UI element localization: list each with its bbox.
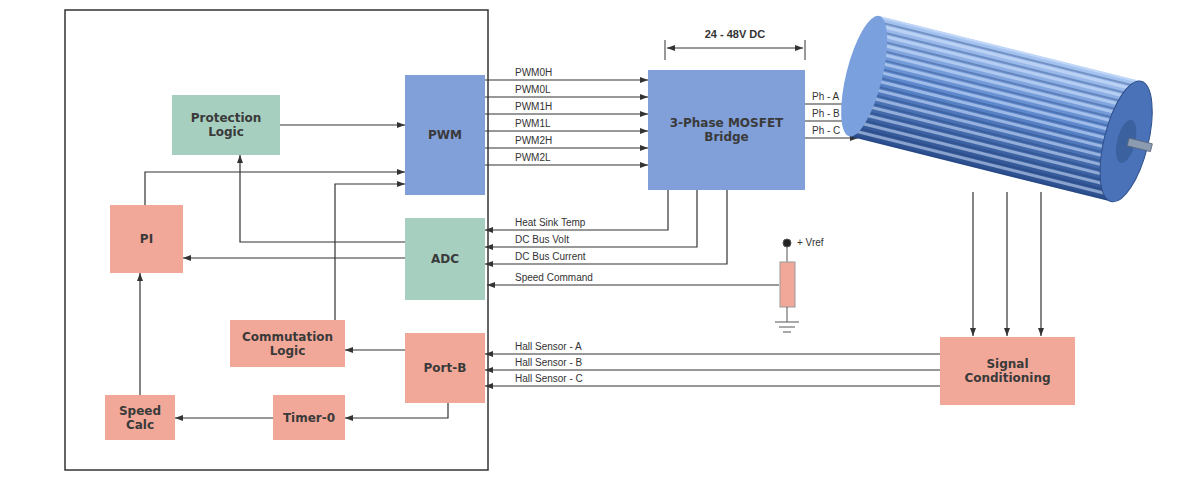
- signal-label: + Vref: [797, 237, 824, 249]
- signal-label: PWM2L: [515, 152, 551, 164]
- controller-outline: [65, 10, 488, 470]
- adc-box: ADC: [405, 218, 485, 300]
- phase-label: Ph - A: [812, 91, 839, 103]
- node-label: Signal Conditioning: [946, 357, 1069, 385]
- signal-connector: [485, 190, 668, 230]
- signal-connector: [485, 79, 648, 80]
- signal-label: Heat Sink Temp: [515, 217, 585, 229]
- speed-calc-box: Speed Calc: [105, 395, 175, 440]
- speed-command-wire: [487, 285, 779, 286]
- signal-label: PWM1L: [515, 118, 551, 130]
- node-label: PWM: [428, 128, 462, 142]
- signal-connector: [145, 172, 405, 205]
- signal-connector: [485, 164, 648, 165]
- node-label: PI: [140, 232, 153, 246]
- signal-connector: [485, 353, 940, 354]
- signal-connector: [183, 257, 405, 258]
- node-label: ADC: [431, 252, 459, 266]
- port-box: Port-B: [405, 333, 485, 403]
- protection-box: Protection Logic: [172, 95, 280, 155]
- supply-dimension: [665, 40, 805, 60]
- voltage-label: 24 - 48V DC: [665, 28, 805, 40]
- signal-label: PWM1H: [515, 101, 552, 113]
- node-label: Commutation Logic: [236, 330, 339, 358]
- signal-label: PWM0L: [515, 84, 551, 96]
- signal-connector: [139, 273, 140, 395]
- pi-box: PI: [110, 205, 183, 273]
- signal-label: DC Bus Current: [515, 251, 586, 263]
- motor-illustration: [832, 12, 1167, 208]
- phase-label: Ph - B: [812, 108, 840, 120]
- node-label: Port-B: [424, 361, 467, 375]
- commutation-box: Commutation Logic: [230, 320, 345, 367]
- signal-connector: [485, 96, 648, 97]
- signal-connector: [485, 113, 648, 114]
- signal-connector: [175, 417, 273, 418]
- node-label: 3-Phase MOSFET Bridge: [654, 116, 799, 144]
- sensor-leads: [973, 192, 1041, 336]
- signal-label: Hall Sensor - C: [515, 373, 583, 385]
- node-label: Timer-0: [283, 411, 335, 425]
- phase-label: Ph - C: [812, 125, 840, 137]
- signal-label: DC Bus Volt: [515, 234, 569, 246]
- signal-label: PWM2H: [515, 135, 552, 147]
- signal-connector: [485, 369, 940, 370]
- pwm-box: PWM: [405, 75, 485, 195]
- connectors: [140, 80, 940, 418]
- signal-label: Speed Command: [515, 272, 593, 284]
- signal-connector: [485, 190, 697, 247]
- signal-connector: [485, 385, 940, 386]
- signal-label: Hall Sensor - A: [515, 341, 582, 353]
- timer-box: Timer-0: [273, 395, 345, 440]
- signal-connector: [335, 184, 405, 320]
- node-label: Speed Calc: [111, 404, 169, 432]
- signal-connector: [485, 190, 727, 264]
- signal-label: Hall Sensor - B: [515, 357, 582, 369]
- signal-connector: [345, 349, 405, 350]
- signal-connector: [345, 403, 448, 418]
- bridge-box: 3-Phase MOSFET Bridge: [648, 70, 805, 190]
- signal-connector: [240, 155, 405, 242]
- signal-connector: [280, 124, 405, 125]
- signal-connector: [485, 130, 648, 131]
- conditioning-box: Signal Conditioning: [940, 337, 1075, 405]
- node-label: Protection Logic: [178, 111, 274, 139]
- signal-label: PWM0H: [515, 67, 552, 79]
- signal-connector: [485, 147, 648, 148]
